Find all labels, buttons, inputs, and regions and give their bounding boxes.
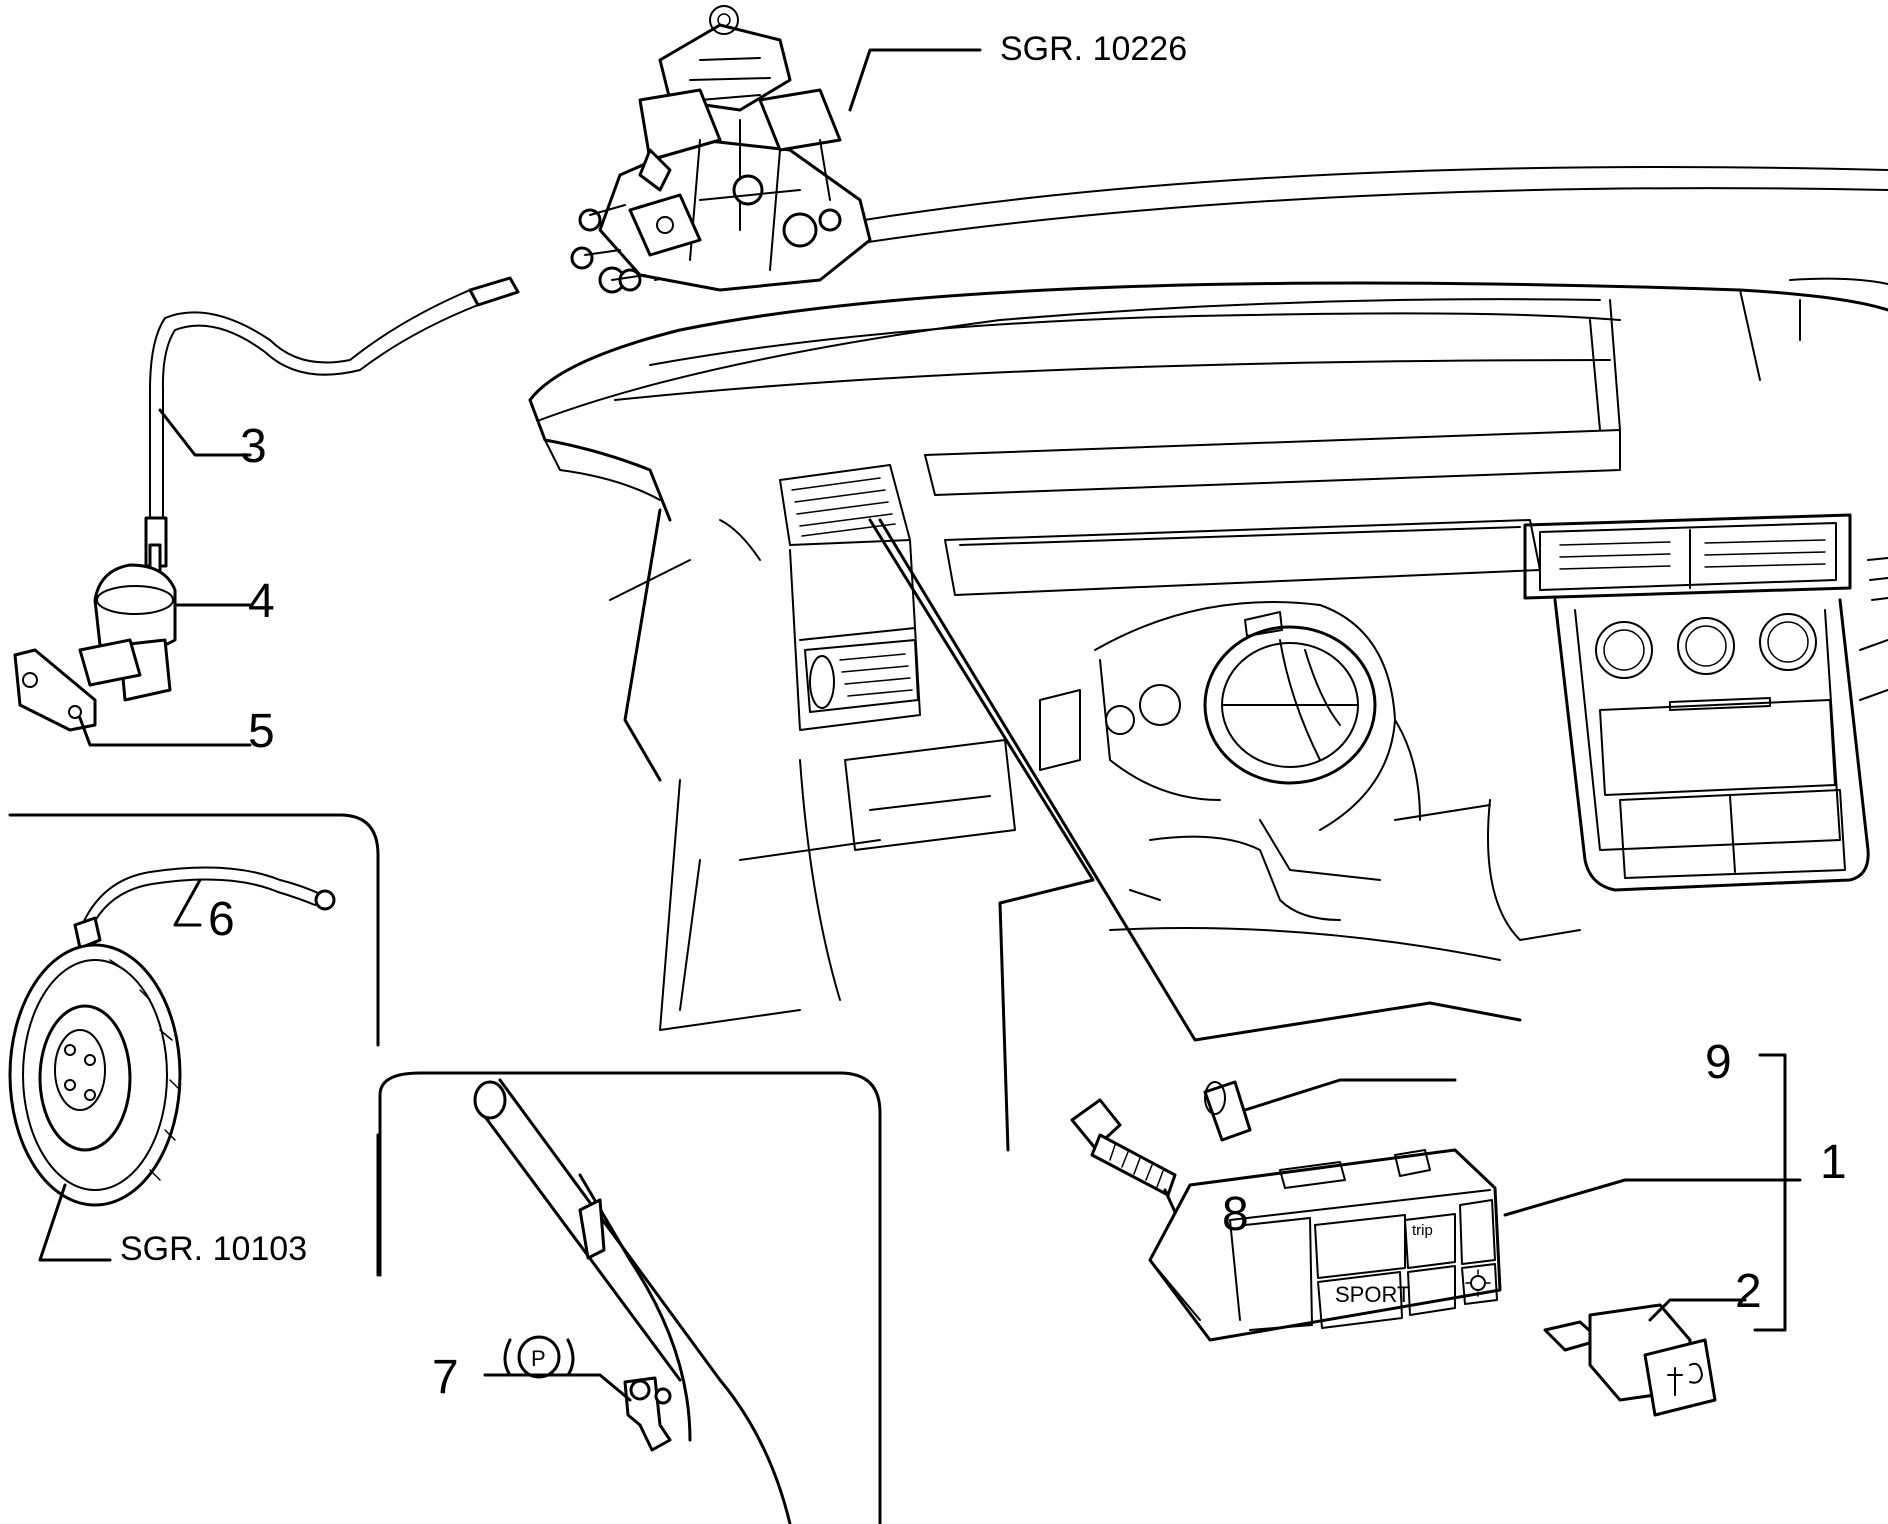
callout-7: 7 xyxy=(432,1351,459,1404)
injection-pump-drawing xyxy=(570,5,982,294)
ref-injection-pump: SGR. 10226 xyxy=(1000,30,1187,68)
callout-4: 4 xyxy=(248,575,275,628)
trip-label: trip xyxy=(1412,1222,1433,1239)
part-2-fog-switch xyxy=(1543,1298,1747,1417)
part-6-sensor-and-flywheel xyxy=(8,866,336,1262)
part-5-bracket xyxy=(13,648,252,747)
group-bracket xyxy=(1753,1053,1787,1332)
panel-borders xyxy=(8,813,882,1524)
callout-1: 1 xyxy=(1820,1136,1847,1189)
parking-symbol-letter: P xyxy=(531,1346,546,1371)
leader-lines xyxy=(868,518,1522,1152)
sport-label: SPORT xyxy=(1335,1282,1410,1307)
callout-8: 8 xyxy=(1222,1188,1249,1241)
callout-9: 9 xyxy=(1705,1036,1732,1089)
part-4-actuator xyxy=(78,543,252,702)
part-1-switch-panel: SPORT trip xyxy=(1148,1148,1802,1342)
ref-flywheel: SGR. 10103 xyxy=(120,1230,307,1268)
callout-6: 6 xyxy=(208,893,235,946)
callout-2: 2 xyxy=(1735,1265,1762,1318)
dashboard-drawing xyxy=(528,166,1888,1031)
part-8-screw xyxy=(1070,1098,1217,1214)
part-3-cable xyxy=(144,276,520,568)
callout-5: 5 xyxy=(248,705,275,758)
callout-3: 3 xyxy=(240,420,267,473)
part-9-bulb xyxy=(1203,1078,1457,1142)
part-7-handbrake-switch xyxy=(473,1078,792,1524)
